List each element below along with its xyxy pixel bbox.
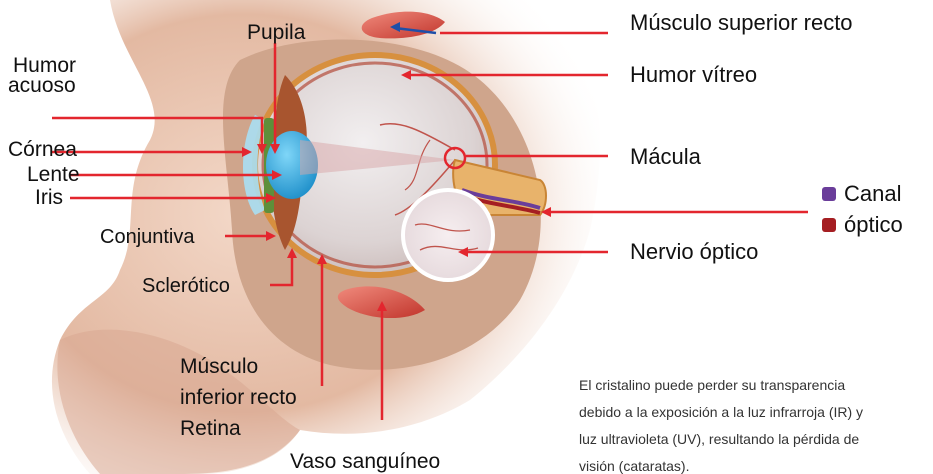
legend-item-optico: óptico — [822, 212, 903, 238]
caption-line: luz ultravioleta (UV), resultando la pér… — [579, 431, 860, 447]
zoom-circle — [401, 188, 495, 282]
legend-swatch-purple — [822, 187, 836, 201]
label-macula: Mácula — [630, 144, 701, 169]
label-sclera: Sclerótico — [142, 275, 230, 297]
label-cornea: Córnea — [8, 138, 77, 161]
caption-line: visión (cataratas). — [579, 458, 690, 474]
label-aqueous-line1: Humor — [13, 54, 77, 77]
legend-label: óptico — [844, 212, 903, 237]
pointer-arrowheads — [242, 70, 551, 311]
label-iris: Iris — [35, 186, 63, 209]
cataract-caption: El cristalino puede perder su transparen… — [579, 372, 933, 474]
superior-muscle-pointer — [394, 26, 437, 35]
legend-item-canal: Canal — [822, 181, 901, 207]
caption-line: debido a la exposición a la luz infrarro… — [579, 404, 864, 420]
label-lens: Lente — [27, 163, 80, 186]
pointer-lines — [52, 31, 808, 420]
label-blood-vessel: Vaso sanguíneo — [290, 450, 441, 473]
cornea-shape — [242, 115, 265, 215]
label-inferior-muscle-line2: inferior recto — [180, 386, 297, 409]
label-pupil: Pupila — [247, 21, 306, 44]
label-retina: Retina — [180, 417, 241, 440]
legend-label: Canal — [844, 181, 902, 206]
label-vitreous: Humor vítreo — [630, 62, 758, 87]
label-conjunctiva: Conjuntiva — [100, 226, 195, 248]
label-optic-nerve: Nervio óptico — [630, 239, 759, 264]
caption-line: El cristalino puede perder su transparen… — [579, 377, 846, 393]
macula-marker — [443, 146, 467, 170]
label-superior-muscle: Músculo superior recto — [630, 10, 853, 35]
nose-shadow — [57, 329, 301, 474]
label-aqueous-line2: acuoso — [8, 74, 76, 97]
legend-swatch-red — [822, 218, 836, 232]
label-inferior-muscle-line1: Músculo — [180, 355, 259, 378]
